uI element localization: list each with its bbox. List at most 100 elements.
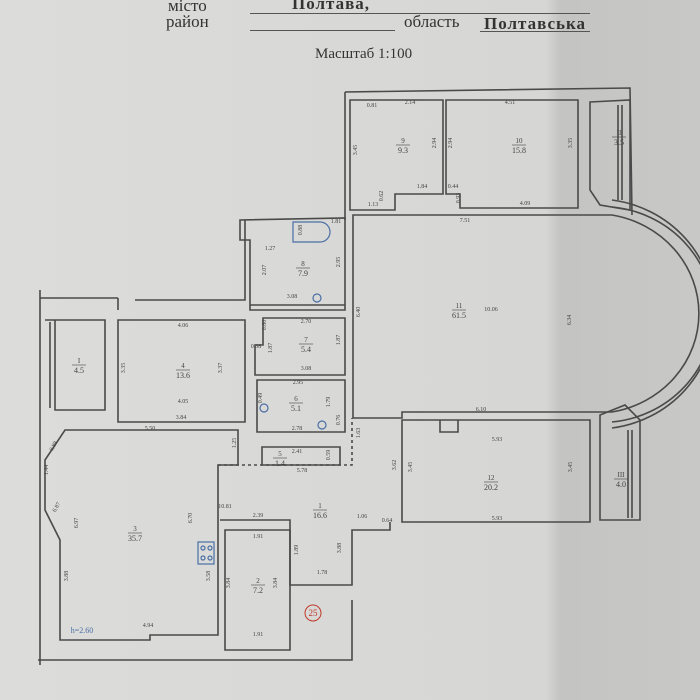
dimension-label: 2.39 [253, 513, 264, 519]
stamp-number: 25 [309, 608, 319, 618]
dimension-label: 4.06 [178, 323, 189, 329]
city-value: Полтава, [292, 0, 371, 13]
room-area: 7.2 [253, 586, 263, 595]
room-number: 1 [318, 502, 322, 510]
room-number: III [618, 471, 626, 479]
dimension-label: 6.87 [52, 501, 62, 513]
room-1-wall [220, 519, 391, 586]
dimension-label: 10.06 [484, 307, 498, 313]
dimension-label: 3.45 [408, 462, 414, 473]
dimension-label: 3.88 [337, 543, 343, 554]
dimension-label: 1.79 [326, 397, 332, 408]
balcony-I-wall [45, 319, 106, 411]
room-number: 7 [304, 336, 308, 344]
dimension-label: 1.87 [268, 343, 274, 354]
room-6-wall [256, 379, 346, 433]
balcony-III-wall [599, 404, 641, 521]
dimension-label: 1.84 [417, 184, 428, 190]
outer-wall-left [39, 220, 246, 665]
dimension-label: 2.41 [292, 449, 303, 455]
district-underline [250, 30, 395, 31]
dimension-label: 3.58 [206, 571, 212, 582]
dimension-label: 1.81 [331, 219, 342, 225]
dimension-label: 3.45 [353, 145, 359, 156]
dimension-label: 6.10 [476, 407, 487, 413]
stove-burner-icon [207, 555, 213, 561]
room-area: 13.6 [176, 371, 190, 380]
room-number: 9 [401, 137, 405, 145]
dimension-label: 0.81 [367, 103, 378, 109]
room-number: 5 [278, 450, 282, 458]
dimension-label: 1.25 [232, 438, 238, 449]
room-number: 10 [516, 137, 524, 145]
room-area: 16.6 [313, 511, 327, 520]
room-12-wall [401, 419, 591, 523]
dimension-label: 2.78 [292, 426, 303, 432]
dimension-label: 7.51 [460, 218, 471, 224]
dimension-label: 1.78 [317, 570, 328, 576]
dimension-label: 2.94 [432, 138, 438, 149]
walls [38, 87, 700, 665]
room-area: 9.3 [398, 146, 408, 155]
dimension-label: 1.91 [253, 534, 264, 540]
room-number: 3 [133, 525, 137, 533]
room-area: 15.8 [512, 146, 526, 155]
bay-window-arc [611, 199, 700, 429]
dimension-label: 0.88 [298, 225, 304, 236]
dimension-label: 0.38 [251, 344, 262, 350]
room-area: 5.1 [291, 404, 301, 413]
dimension-label: 4.05 [178, 399, 189, 405]
dimension-label: 4.09 [520, 201, 531, 207]
dimension-label: 3.08 [301, 366, 312, 372]
dimension-label: 3.62 [392, 460, 398, 471]
dimension-label: 0.93 [456, 193, 462, 204]
room-number: 11 [456, 302, 463, 310]
room-label: II3.5 [612, 129, 626, 147]
dimension-label: 5.78 [297, 468, 308, 474]
room-number: 6 [294, 395, 298, 403]
stove-burner-icon [200, 555, 206, 561]
dimension-label: 0.59 [326, 450, 332, 461]
dimension-label: 1.63 [356, 428, 362, 439]
dimension-label: 6.70 [188, 513, 194, 524]
dimension-label: 2.07 [262, 265, 268, 276]
room-4-wall [117, 319, 246, 423]
dimension-label: 0.88 [49, 440, 59, 452]
room-7-wall [254, 317, 346, 376]
room-area: 4.5 [74, 366, 84, 375]
room-number: II [617, 129, 622, 137]
room-label: 87.9 [296, 260, 310, 278]
room-number: I [78, 357, 81, 365]
dimension-label: 4.51 [505, 100, 516, 106]
room-number: 4 [181, 362, 185, 370]
dimension-label: 6.40 [356, 307, 362, 318]
stove-burner-icon [207, 545, 213, 551]
room-area: 35.7 [128, 534, 142, 543]
dimension-label: 10.81 [218, 504, 232, 510]
shower-icon [259, 403, 269, 413]
room-3-wall [44, 429, 239, 641]
dimension-label: 0.44 [448, 184, 459, 190]
dimension-label: 2.94 [448, 138, 454, 149]
room-area: 1.4 [275, 459, 285, 468]
dimension-label: 3.08 [287, 294, 298, 300]
dimension-label: 0.64 [382, 518, 393, 524]
dimension-label: 3.45 [568, 462, 574, 473]
room-area: 20.2 [484, 483, 498, 492]
room-number: 8 [301, 260, 305, 268]
dimension-label: 2.95 [336, 257, 342, 268]
dimension-label: 6.97 [74, 518, 80, 529]
room-label: 51.4 [273, 450, 287, 468]
dimension-label: 0.80 [262, 320, 268, 331]
toilet-icon [312, 293, 322, 303]
room-1-open-edge [218, 418, 353, 466]
dimension-label: 3.37 [218, 363, 224, 374]
stamp-circle [304, 604, 322, 622]
room-area: 5.4 [301, 345, 311, 354]
